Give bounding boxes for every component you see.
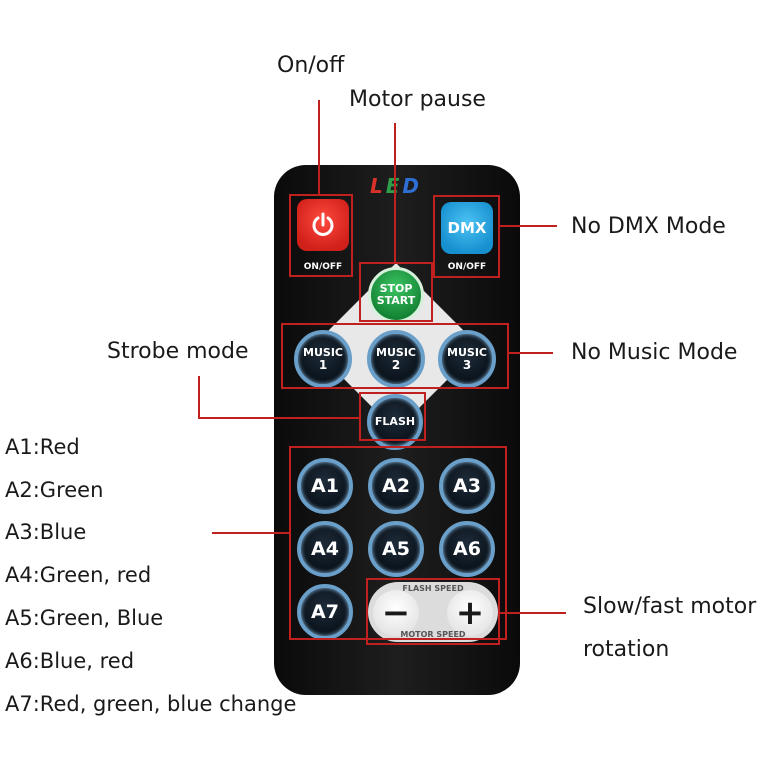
label-motor-rotation-line1: Slow/fast motor (583, 594, 757, 619)
label-strobe-mode: Strobe mode (107, 339, 249, 364)
music-number: 2 (391, 358, 401, 372)
a5-button[interactable]: A5 (368, 521, 424, 577)
leader-a-buttons (212, 532, 290, 534)
power-button[interactable] (297, 199, 349, 251)
a1-button[interactable]: A1 (297, 458, 353, 514)
leader-strobe-vertical (198, 376, 200, 418)
a6-button[interactable]: A6 (439, 521, 495, 577)
stop-label: STOP (379, 282, 413, 295)
music-number: 1 (318, 358, 328, 372)
leader-motor-rotation (500, 612, 566, 614)
legend-a6: A6:Blue, red (5, 649, 135, 673)
leader-no-music (508, 352, 553, 354)
leader-strobe-horizontal (198, 417, 360, 419)
speed-control-bar: FLASH SPEED − + MOTOR SPEED (368, 582, 498, 642)
leader-motor-pause (394, 123, 396, 263)
highlight-flash (359, 392, 426, 441)
highlight-music (281, 323, 509, 389)
music-word: MUSIC (376, 346, 416, 359)
music-word: MUSIC (303, 346, 343, 359)
legend-a3: A3:Blue (5, 520, 87, 544)
legend-a2: A2:Green (5, 478, 104, 502)
power-caption: ON/OFF (303, 262, 343, 272)
highlight-speed (366, 578, 500, 645)
motor-speed-caption: MOTOR SPEED (400, 630, 466, 639)
flash-label: FLASH (374, 415, 416, 428)
brand-letter-d: D (402, 174, 423, 198)
dmx-button[interactable]: DMX (441, 202, 493, 254)
music-word: MUSIC (447, 346, 487, 359)
brand-letter-e: E (386, 174, 403, 198)
leader-on-off (318, 100, 320, 195)
label-no-dmx-mode: No DMX Mode (571, 214, 726, 239)
legend-a7: A7:Red, green, blue change (5, 692, 297, 716)
legend-a5: A5:Green, Blue (5, 606, 164, 630)
leader-no-dmx (500, 225, 557, 227)
music-number: 3 (462, 358, 472, 372)
music-3-button[interactable]: MUSIC 3 (438, 330, 496, 388)
legend-a1: A1:Red (5, 435, 80, 459)
label-motor-rotation-line2: rotation (583, 637, 670, 662)
legend-a4: A4:Green, red (5, 563, 152, 587)
speed-increase-button[interactable]: + (447, 590, 493, 636)
flash-speed-caption: FLASH SPEED (402, 584, 464, 593)
label-on-off: On/off (277, 53, 345, 78)
highlight-dmx (433, 195, 500, 278)
start-label: START (376, 294, 416, 307)
dmx-caption: ON/OFF (447, 262, 487, 272)
speed-decrease-button[interactable]: − (373, 590, 419, 636)
label-motor-pause: Motor pause (349, 87, 486, 112)
highlight-stop-start (359, 262, 433, 322)
brand-logo: LED (370, 174, 422, 198)
a4-button[interactable]: A4 (297, 521, 353, 577)
highlight-a-buttons (289, 446, 507, 640)
music-2-button[interactable]: MUSIC 2 (367, 330, 425, 388)
music-1-button[interactable]: MUSIC 1 (294, 330, 352, 388)
highlight-power (289, 194, 353, 277)
a3-button[interactable]: A3 (439, 458, 495, 514)
a2-button[interactable]: A2 (368, 458, 424, 514)
power-icon (312, 212, 334, 236)
brand-letter-l: L (370, 174, 386, 198)
label-no-music-mode: No Music Mode (571, 340, 738, 365)
